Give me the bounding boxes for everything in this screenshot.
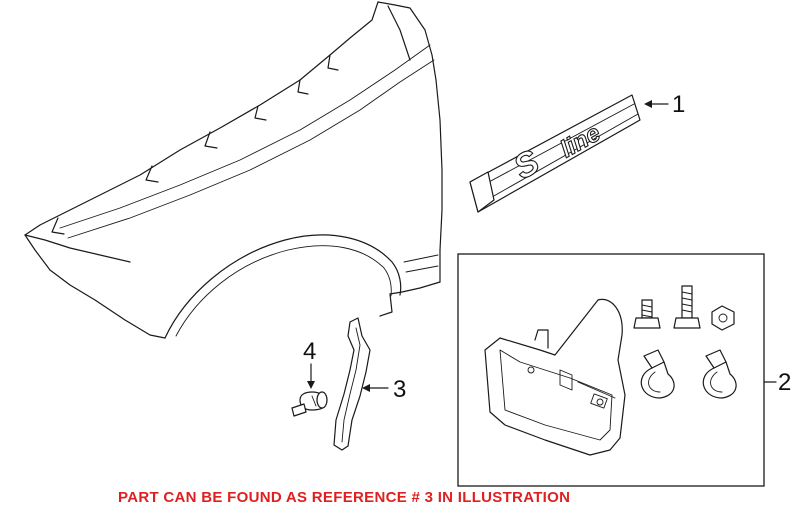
flange-bolt-short [633,299,661,329]
flange-nut [711,305,735,331]
front-fender [24,1,443,339]
callout-1: 1 [672,91,685,118]
flange-bolt-long [673,285,701,329]
callout-4: 4 [303,338,316,365]
callout-1-leader [644,100,669,108]
callout-4-leader [307,363,315,389]
kit-frame [457,253,765,487]
push-clip [291,391,328,417]
mud-flap [484,298,626,456]
callout-3-leader [362,384,389,392]
callout-3: 3 [393,376,406,403]
retaining-clip-right [702,349,737,399]
reference-notice: PART CAN BE FOUND AS REFERENCE # 3 IN IL… [118,489,570,506]
s-line-badge: S line [469,94,641,213]
callout-2: 2 [778,369,791,396]
retaining-clip-left [640,349,675,399]
fender-liner-strip [333,317,371,451]
